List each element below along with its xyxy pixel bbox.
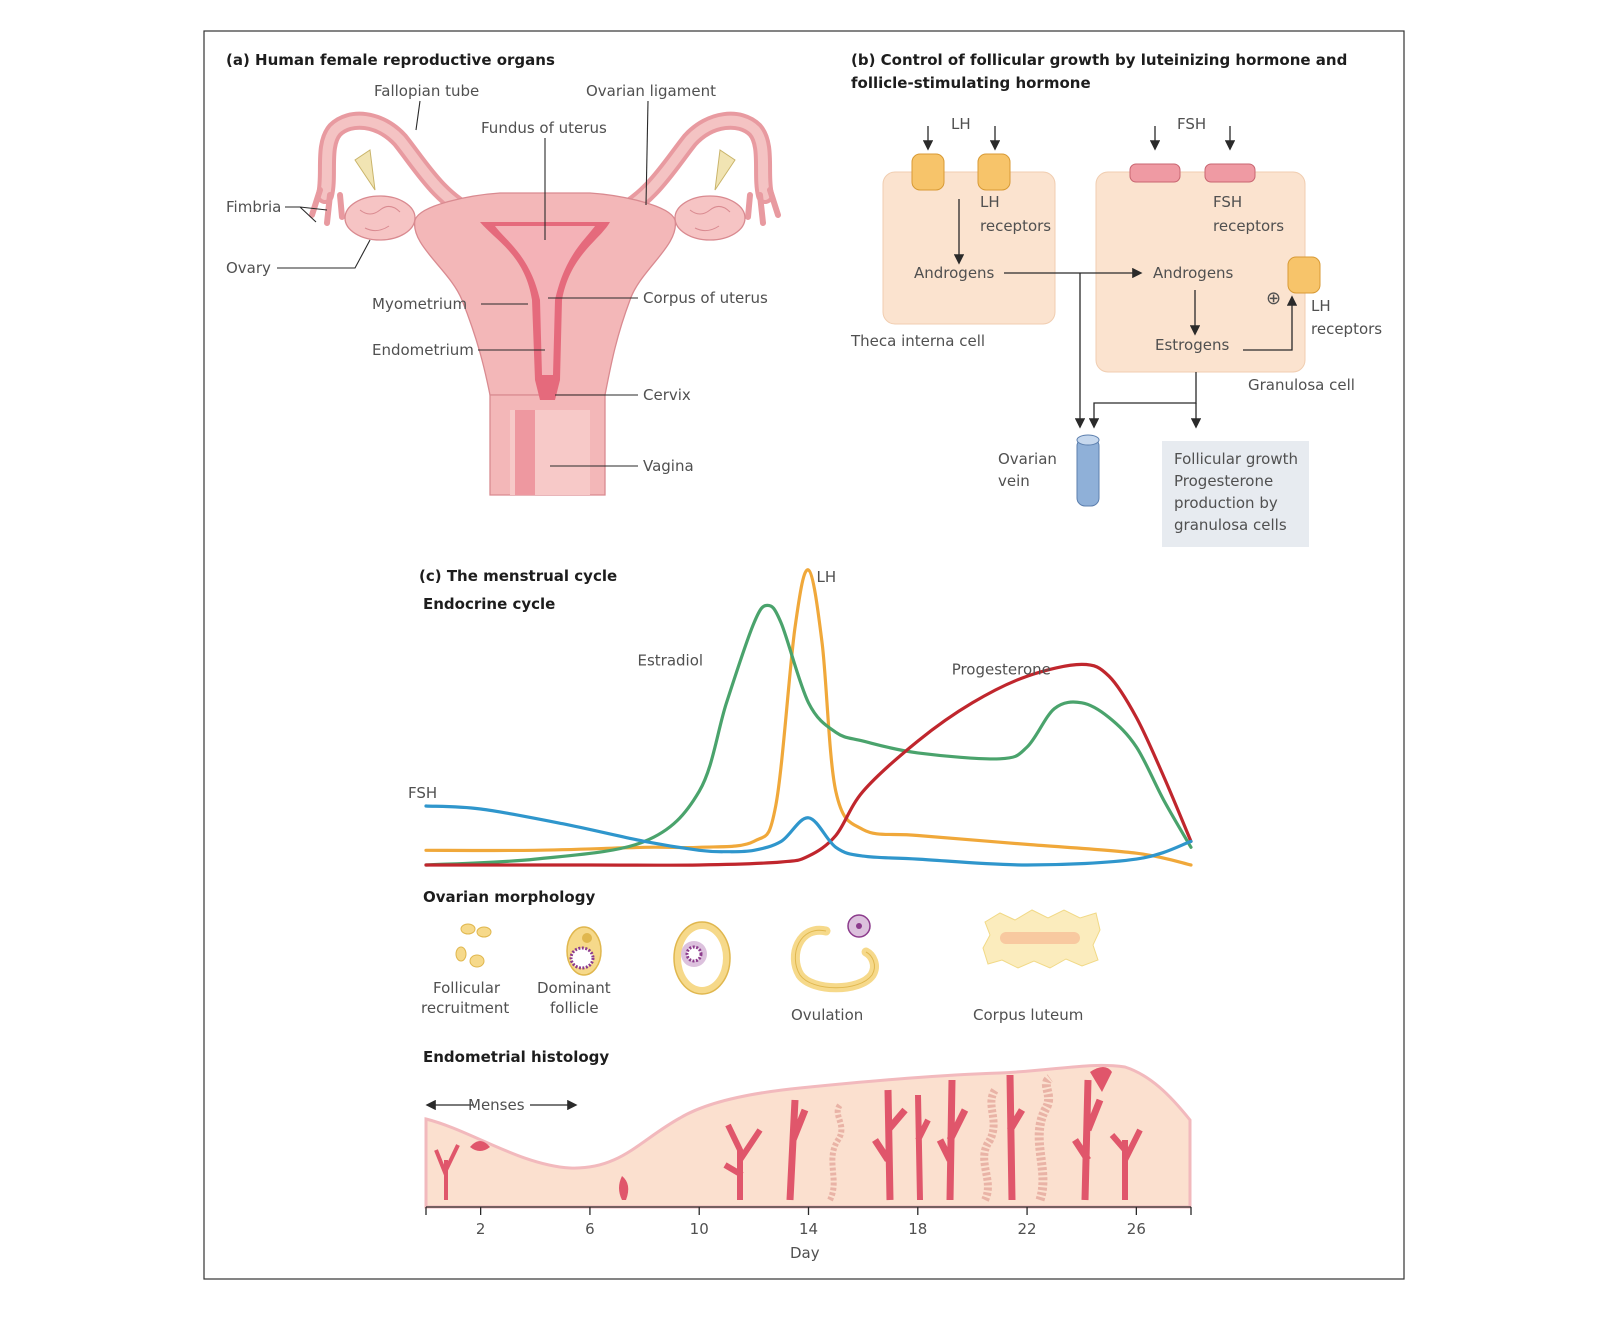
x-tick-label: 2: [476, 1220, 486, 1238]
positive-feedback-icon: ⊕: [1266, 288, 1281, 309]
estrogens-label: Estrogens: [1155, 336, 1229, 354]
dominant-follicle-icon: [566, 926, 602, 976]
fsh-receptors-label-2: receptors: [1213, 217, 1284, 235]
leader-ovarian-ligament: [645, 100, 649, 206]
series-line-progesterone: [424, 662, 1193, 867]
granulosa-cell-label: Granulosa cell: [1248, 376, 1355, 394]
ovulation-label: Ovulation: [791, 1006, 863, 1024]
lh-receptors-granulosa-label-2: receptors: [1311, 320, 1382, 338]
label-ovary: Ovary: [226, 259, 271, 277]
lh-receptors-label-1: LH: [980, 193, 1000, 211]
label-endometrium: Endometrium: [372, 341, 474, 359]
fsh-receptor-icon: [1129, 163, 1181, 183]
ovarian-morphology-title: Ovarian morphology: [423, 888, 595, 906]
series-label-estradiol: Estradiol: [638, 651, 704, 669]
panel-b-title-line1: (b) Control of follicular growth by lute…: [851, 51, 1347, 69]
label-fimbria: Fimbria: [226, 198, 281, 216]
ovulation-icon: [790, 914, 879, 993]
estrogens-feedback-arrow: [1243, 295, 1298, 351]
lh-receptor-icon: [977, 153, 1011, 191]
recruitment-label-2: recruitment: [421, 999, 509, 1017]
series-line-lh: [424, 568, 1193, 867]
panel-b: (b) Control of follicular growth by lute…: [850, 51, 1382, 547]
ovarian-vein-label-2: vein: [998, 472, 1030, 490]
series-label-lh: LH: [817, 568, 837, 586]
panel-c-title: (c) The menstrual cycle: [419, 567, 617, 585]
dominant-label-1: Dominant: [537, 979, 611, 997]
androgens-granulosa-label: Androgens: [1153, 264, 1234, 282]
leader-ovary: [277, 239, 371, 269]
x-axis-label: Day: [790, 1244, 820, 1262]
label-fallopian-tube: Fallopian tube: [374, 82, 479, 100]
series-line-fsh: [424, 804, 1193, 867]
x-tick-label: 18: [908, 1220, 927, 1238]
theca-cell-label: Theca interna cell: [850, 332, 985, 350]
x-tick-label: 14: [799, 1220, 818, 1238]
outcome-box: [1162, 441, 1309, 547]
theca-interna-cell: [882, 171, 1056, 325]
recruitment-label-1: Follicular: [433, 979, 501, 997]
label-cervix: Cervix: [643, 386, 691, 404]
uterus-illustration: [309, 111, 781, 496]
endocrine-chart: [424, 568, 1193, 867]
lh-receptor-icon: [1287, 256, 1321, 294]
outcome-line: Progesterone: [1174, 472, 1273, 490]
ovarian-vein-label-1: Ovarian: [998, 450, 1057, 468]
outcome-line: granulosa cells: [1174, 516, 1287, 534]
x-tick-label: 26: [1127, 1220, 1146, 1238]
endocrine-cycle-title: Endocrine cycle: [423, 595, 555, 613]
fsh-receptors-label-1: FSH: [1213, 193, 1242, 211]
label-myometrium: Myometrium: [372, 295, 467, 313]
label-ovarian-ligament: Ovarian ligament: [586, 82, 716, 100]
estrogens-to-vein-arrow: [1088, 372, 1197, 429]
series-line-estradiol: [424, 603, 1193, 867]
menses-label: Menses: [468, 1096, 525, 1114]
series-label-progesterone: Progesterone: [952, 660, 1051, 678]
dominant-label-2: follicle: [550, 999, 599, 1017]
leader-fallopian-tube: [415, 100, 421, 131]
outcome-line: production by: [1174, 494, 1278, 512]
panel-b-title-line2: follicle-stimulating hormone: [851, 74, 1091, 92]
x-tick-label: 10: [690, 1220, 709, 1238]
label-fundus: Fundus of uterus: [481, 119, 607, 137]
series-label-fsh: FSH: [408, 784, 437, 802]
endometrium-illustration: [424, 1063, 1192, 1209]
lh-receptors-granulosa-label-1: LH: [1311, 297, 1331, 315]
label-corpus: Corpus of uterus: [643, 289, 768, 307]
panel-a-title: (a) Human female reproductive organs: [226, 51, 555, 69]
fsh-receptor-icon: [1204, 163, 1256, 183]
ovarian-vein-icon: [1076, 437, 1100, 507]
follicular-recruitment-icon: [455, 923, 492, 968]
ovarian-vein-opening: [1076, 434, 1100, 446]
x-tick-label: 22: [1018, 1220, 1037, 1238]
label-vagina: Vagina: [643, 457, 694, 475]
endometrial-histology-title: Endometrial histology: [423, 1048, 609, 1066]
outcome-line: Follicular growth: [1174, 450, 1298, 468]
lh-receptor-icon: [911, 153, 945, 191]
ovarian-morphology-icons: [455, 909, 1101, 995]
leader-fimbria: [285, 206, 328, 223]
panel-c: (c) The menstrual cycle Endocrine cycle …: [408, 567, 1193, 1262]
androgens-theca-label: Androgens: [914, 264, 995, 282]
preovulatory-follicle-icon: [673, 921, 731, 995]
lh-hormone-label: LH: [951, 115, 971, 133]
x-tick-label: 6: [585, 1220, 595, 1238]
lh-receptors-label-2: receptors: [980, 217, 1051, 235]
panel-a: (a) Human female reproductive organs: [226, 51, 781, 496]
fsh-hormone-label: FSH: [1177, 115, 1206, 133]
corpus-luteum-icon: [982, 909, 1101, 969]
corpus-luteum-label: Corpus luteum: [973, 1006, 1083, 1024]
